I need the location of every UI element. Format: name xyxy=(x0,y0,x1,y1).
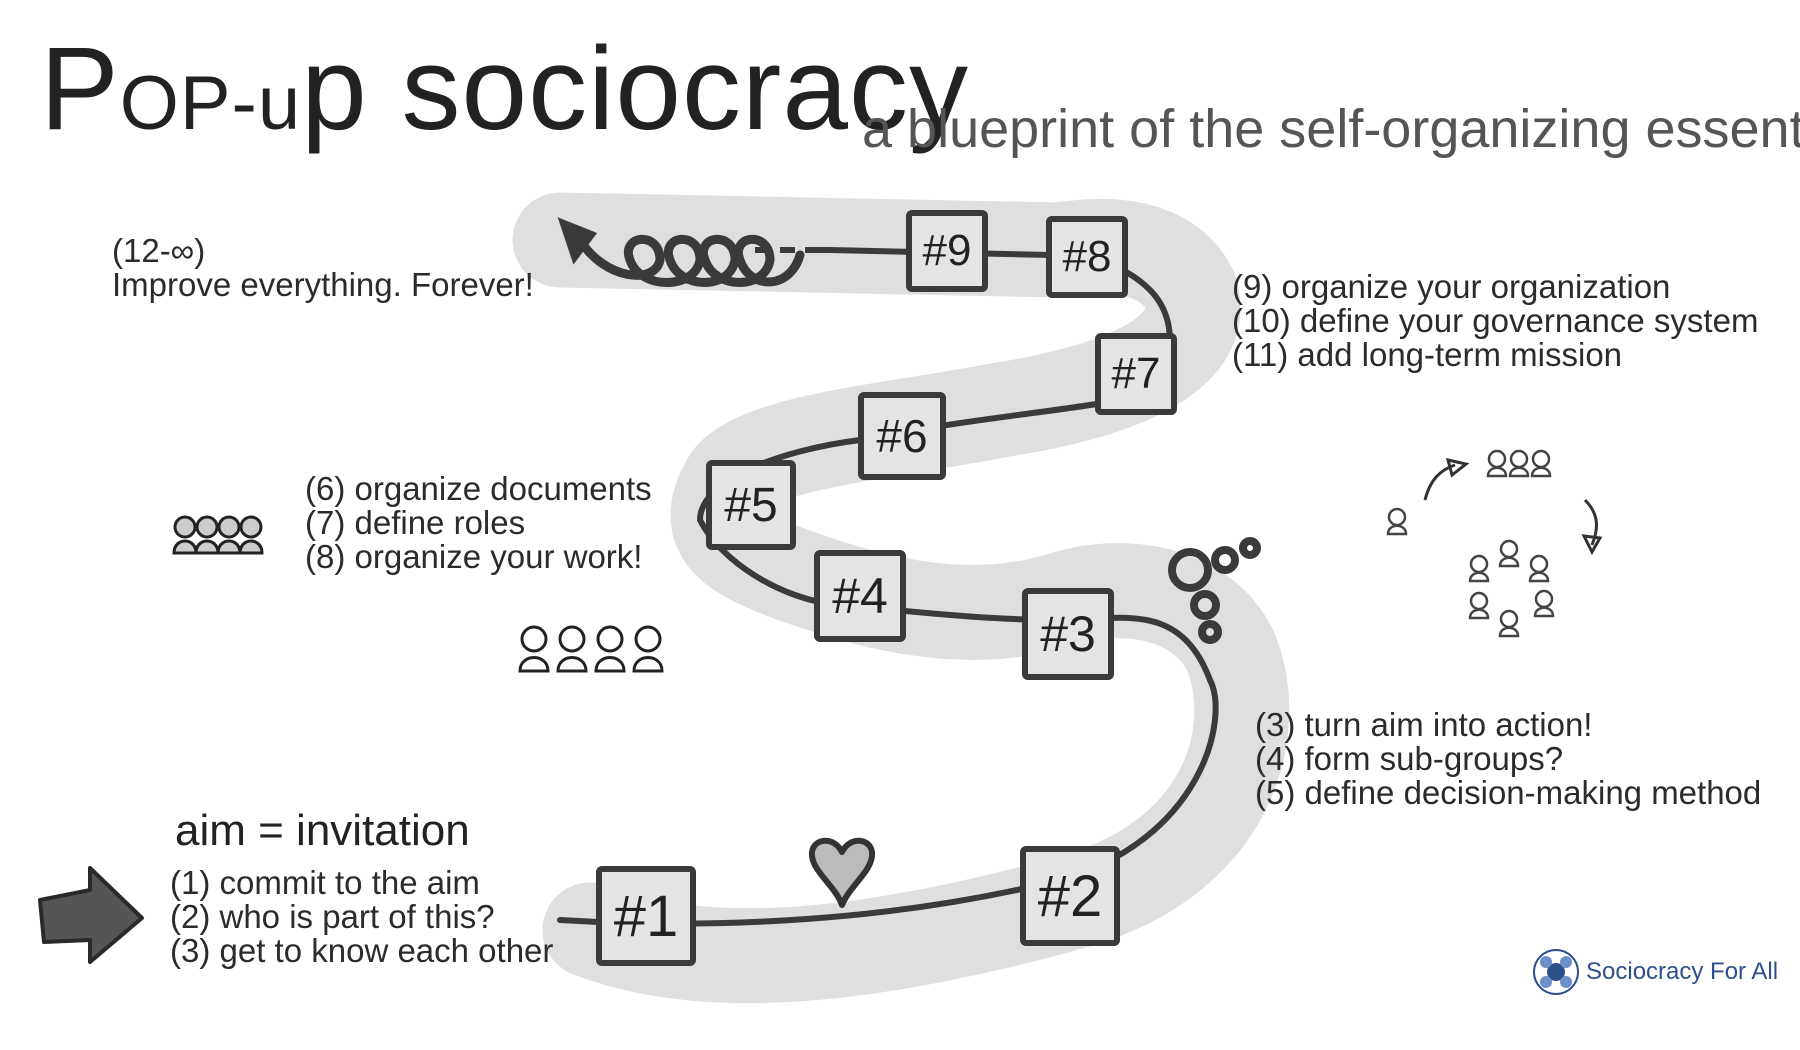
aim-title: aim = invitation xyxy=(175,806,470,855)
note-org-line: (11) add long-term mission xyxy=(1232,336,1623,373)
note-aim-line: (2) who is part of this? xyxy=(170,898,495,935)
note-docs-line: (8) organize your work! xyxy=(305,538,643,575)
gears-icon xyxy=(1168,537,1261,644)
note-action-line: (3) turn aim into action! xyxy=(1255,706,1593,743)
note-aim: (1) commit to the aim (2) who is part of… xyxy=(170,866,553,968)
note-forever: (12-∞) Improve everything. Forever! xyxy=(112,234,534,302)
note-organization: (9) organize your organization (10) defi… xyxy=(1232,270,1758,372)
step-9: #9 xyxy=(906,210,988,292)
note-aim-line: (1) commit to the aim xyxy=(170,864,480,901)
note-docs-line: (7) define roles xyxy=(305,504,526,541)
step-5: #5 xyxy=(706,460,796,550)
title-p2: p xyxy=(301,23,368,155)
note-docs-line: (6) organize documents xyxy=(305,470,652,507)
step-4: #4 xyxy=(814,550,906,642)
step-1: #1 xyxy=(596,866,696,966)
page-title: POP-up sociocracy xyxy=(40,30,969,148)
note-org-line: (9) organize your organization xyxy=(1232,268,1671,305)
page-subtitle: a blueprint of the self-organizing essen… xyxy=(862,99,1800,159)
sociocracy-logo-icon xyxy=(1533,949,1579,995)
step-6: #6 xyxy=(858,392,946,480)
note-forever-range: (12-∞) xyxy=(112,232,206,269)
note-forever-text: Improve everything. Forever! xyxy=(112,266,534,303)
spiral-icon xyxy=(557,217,805,287)
step-2: #2 xyxy=(1020,846,1120,946)
brand-logo: Sociocracy For All xyxy=(1532,948,1778,996)
note-action-line: (4) form sub-groups? xyxy=(1255,740,1564,777)
people-icon xyxy=(518,625,664,673)
note-action: (3) turn aim into action! (4) form sub-g… xyxy=(1255,708,1761,810)
title-o: O xyxy=(119,61,180,146)
note-org-line: (10) define your governance system xyxy=(1232,302,1759,339)
title-sociocracy: sociocracy xyxy=(367,23,969,155)
title-p-u: P-u xyxy=(179,61,302,146)
step-8: #8 xyxy=(1046,216,1128,298)
title-p: P xyxy=(40,23,120,155)
note-aim-line: (3) get to know each other xyxy=(170,932,554,969)
arrow-right-icon xyxy=(38,866,144,964)
step-3: #3 xyxy=(1022,588,1114,680)
heart-icon xyxy=(808,837,876,908)
note-action-line: (5) define decision-making method xyxy=(1255,774,1762,811)
people-icon xyxy=(172,515,264,555)
brand-name: Sociocracy For All xyxy=(1586,958,1779,985)
step-7: #7 xyxy=(1095,333,1177,415)
circle-people-icon xyxy=(1386,449,1555,638)
note-documents: (6) organize documents (7) define roles … xyxy=(305,472,652,574)
